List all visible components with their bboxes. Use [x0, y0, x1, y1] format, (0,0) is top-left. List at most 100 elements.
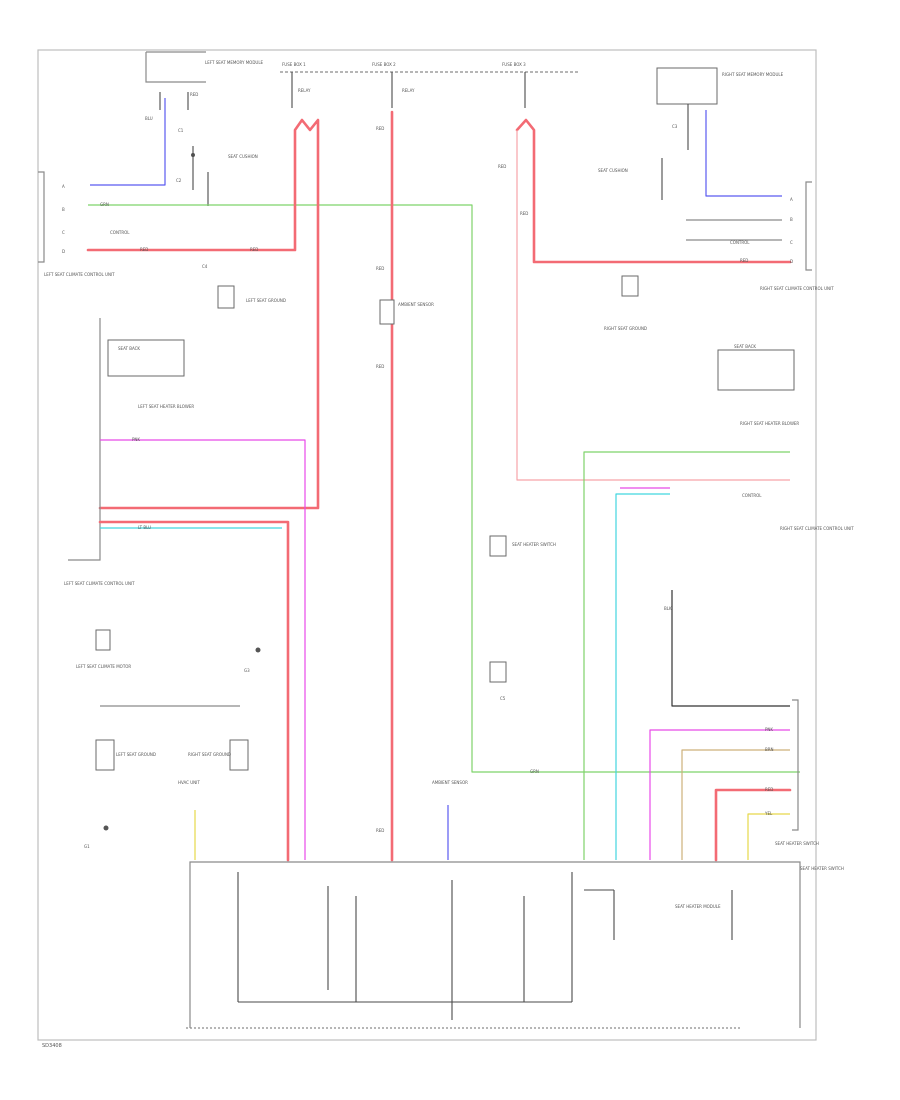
wire-label-red-right-3: RED: [740, 258, 748, 263]
wire-label-red-left-2: RED: [250, 247, 258, 252]
wire-magenta-right: [649, 729, 790, 860]
right-seat-ground-label: RIGHT SEAT GROUND: [604, 326, 647, 331]
wire-power-right: [515, 118, 792, 264]
fuse-box-1-label: FUSE BOX 1: [282, 62, 306, 67]
wire-label-control-left: CONTROL: [110, 230, 130, 235]
wire-label-red-center-4: RED: [376, 828, 384, 833]
wire-magenta-left: [100, 439, 306, 860]
wire-black-right: [671, 590, 790, 707]
main-module-switch-label: SEAT HEATER SWITCH: [800, 866, 844, 871]
ground-label-g3: G3: [244, 668, 250, 673]
ambient-sensor-label-2: AMBIENT SENSOR: [432, 780, 468, 785]
left-bottom-grounds: LEFT SEAT GROUND RIGHT SEAT GROUND G1 HV…: [84, 705, 249, 849]
wire-blue-left: [90, 98, 166, 186]
wire-cyan-right: [615, 493, 670, 860]
footer-diagram-id: SD3408: [42, 1043, 62, 1049]
top-left-module: LEFT SEAT MEMORY MODULE BLU RED C1 SEAT …: [145, 51, 264, 206]
wire-label-red-right-1: RED: [498, 164, 506, 169]
right-ground-label-2: RIGHT SEAT GROUND: [188, 752, 231, 757]
pin-label-b-right: B: [790, 217, 793, 222]
seat-heater-switch-label: SEAT HEATER SWITCH: [512, 542, 556, 547]
left-seat-ground: LEFT SEAT GROUND C4: [202, 264, 286, 309]
right-control-unit-label-2: RIGHT SEAT CLIMATE CONTROL UNIT: [780, 526, 854, 531]
wire-label-blk-right: BLK: [664, 606, 672, 611]
main-module-label: SEAT HEATER MODULE: [675, 904, 721, 909]
wire-green-main: [88, 204, 800, 773]
right-seat-cushion-label: SEAT CUSHION: [598, 168, 628, 173]
wire-label-red-right-4: RED: [765, 787, 773, 792]
left-heater-blower-label: LEFT SEAT HEATER BLOWER: [138, 404, 194, 409]
left-seat-cushion-label: SEAT CUSHION: [228, 154, 258, 159]
right-seat-control-connector: A B C D CONTROL RIGHT SEAT CLIMATE CONTR…: [686, 181, 834, 291]
wire-label-red-center-1: RED: [376, 126, 384, 131]
right-module-label: RIGHT SEAT MEMORY MODULE: [722, 72, 784, 77]
wire-blue-right: [705, 110, 782, 197]
connector-code-c3: C3: [672, 124, 678, 129]
wire-label-grn-bottom: GRN: [530, 769, 539, 774]
wire-label-yel-right: YEL: [764, 811, 773, 816]
seat-heater-main-module: SEAT HEATER MODULE SEAT HEATER SWITCH: [186, 861, 844, 1029]
middle-seat-switches: SEAT HEATER SWITCH C5: [489, 535, 556, 701]
wire-label-red-right-2: RED: [520, 211, 528, 216]
right-seat-memory-module: RIGHT SEAT MEMORY MODULE C3 SEAT CUSHION: [598, 67, 784, 200]
pin-label-a-right: A: [790, 197, 793, 202]
wire-label-pnk-right: PNK: [765, 727, 773, 732]
ambient-sensor-label: AMBIENT SENSOR: [398, 302, 434, 307]
top-left-module-label: LEFT SEAT MEMORY MODULE: [205, 60, 264, 65]
left-climate-motor-label: LEFT SEAT CLIMATE MOTOR: [76, 664, 131, 669]
pin-label-d-left: D: [62, 249, 65, 254]
relay-1-label: RELAY: [298, 88, 311, 93]
left-climate-motor: LEFT SEAT CLIMATE MOTOR G3: [76, 629, 261, 673]
left-seat-control-connector: A B C D CONTROL LEFT SEAT CLIMATE CONTRO…: [38, 171, 130, 277]
seat-heater-switch-label-2: SEAT HEATER SWITCH: [775, 841, 819, 846]
wire-green-right: [583, 451, 790, 860]
wire-label-grn-left: GRN: [100, 202, 109, 207]
wire-label-red-center-2: RED: [376, 266, 384, 271]
wire-power-right-lower: [714, 788, 792, 862]
right-heater-blower-label: RIGHT SEAT HEATER BLOWER: [740, 421, 799, 426]
pin-label-c-right: C: [790, 240, 793, 245]
wire-tan-right: [681, 749, 790, 860]
wire-label-control-right-2: CONTROL: [742, 493, 762, 498]
connector-code-c2: C2: [176, 178, 182, 183]
hvac-unit-label: HVAC UNIT: [178, 780, 200, 785]
connector-code-c1: C1: [178, 128, 184, 133]
right-seat-control-unit-label: RIGHT SEAT CLIMATE CONTROL UNIT: [760, 286, 834, 291]
pin-label-b-left: B: [62, 207, 65, 212]
fuse-box-3-label: FUSE BOX 3: [502, 62, 526, 67]
pin-label-a-left: A: [62, 184, 65, 189]
connector-code-c4: C4: [202, 264, 208, 269]
right-seat-back-label: SEAT BACK: [734, 344, 756, 349]
connector-code-c5: C5: [500, 696, 506, 701]
wire-power-right-thin: [516, 130, 790, 481]
diagram-frame: [37, 49, 817, 1041]
right-seat-ground: RIGHT SEAT GROUND: [604, 275, 647, 331]
ground-label-g1: G1: [84, 844, 90, 849]
fuse-box-2-label: FUSE BOX 2: [372, 62, 396, 67]
wire-label-red-left-1: RED: [140, 247, 148, 252]
top-fuse-boxes: FUSE BOX 1 FUSE BOX 2 FUSE BOX 3 RELAY R…: [280, 62, 580, 108]
wire-power-left-upper: [86, 118, 320, 510]
center-relay-component: AMBIENT SENSOR: [379, 299, 434, 325]
wire-label-red-top-left: RED: [190, 92, 198, 97]
wire-label-control-right: CONTROL: [730, 240, 750, 245]
wire-yellow-right: [747, 813, 790, 860]
left-ground-label-2: LEFT SEAT GROUND: [116, 752, 156, 757]
left-seat-back-label: SEAT BACK: [118, 346, 140, 351]
wire-label-lt-blu-left: LT BLU: [138, 525, 151, 530]
pin-label-c-left: C: [62, 230, 65, 235]
wire-label-blu-left: BLU: [145, 116, 153, 121]
wire-label-brn-right: BRN: [765, 747, 774, 752]
left-seat-back-box: SEAT BACK LEFT SEAT HEATER BLOWER: [68, 318, 194, 561]
left-seat-control-unit-label: LEFT SEAT CLIMATE CONTROL UNIT: [44, 272, 115, 277]
wire-label-red-center-3: RED: [376, 364, 384, 369]
pin-label-d-right: D: [790, 259, 793, 264]
left-seat-ground-label: LEFT SEAT GROUND: [246, 298, 286, 303]
wire-power-left-lower: [98, 520, 290, 862]
left-control-unit-label-2: LEFT SEAT CLIMATE CONTROL UNIT: [64, 581, 135, 586]
right-bundle-connector: [792, 699, 799, 831]
wire-label-pnk-left: PNK: [132, 437, 140, 442]
right-seat-back-box: SEAT BACK RIGHT SEAT HEATER BLOWER: [717, 344, 799, 426]
relay-2-label: RELAY: [402, 88, 415, 93]
